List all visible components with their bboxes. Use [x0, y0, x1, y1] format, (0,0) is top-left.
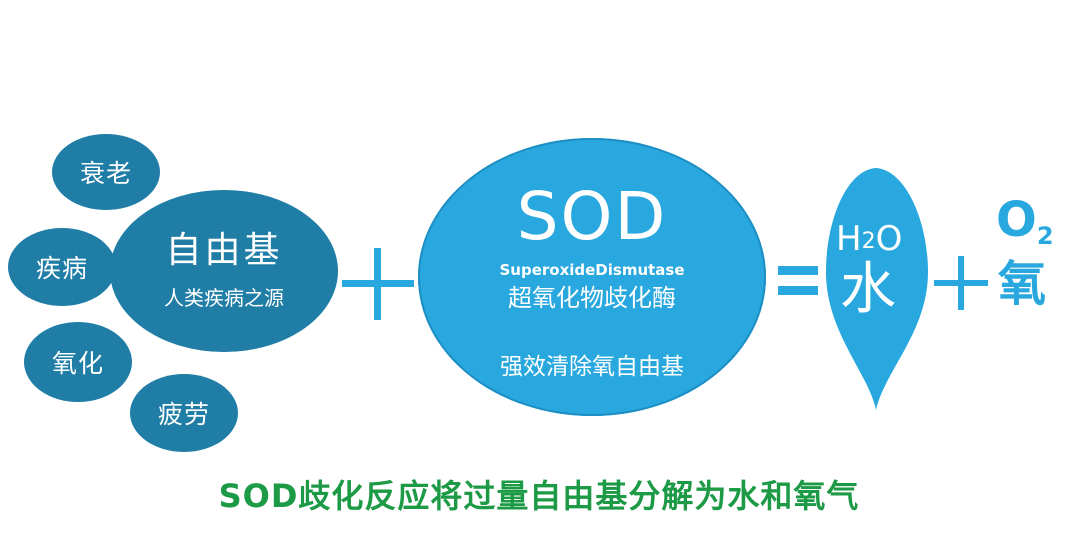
water-formula-o: O — [875, 219, 903, 259]
bubble-fatigue-label: 疲劳 — [157, 400, 210, 429]
free-radical-title: 自由基 — [165, 229, 283, 271]
oxygen-formula: O2 — [996, 196, 1054, 248]
water-formula-h: H — [836, 219, 862, 259]
free-radical-subtitle: 人类疾病之源 — [164, 286, 284, 311]
sod-chinese-name: 超氧化物歧化酶 — [508, 284, 676, 312]
plus-operator-1 — [342, 248, 414, 320]
sod-english-name: SuperoxideDismutase — [499, 261, 685, 279]
free-radical-node: 自由基 人类疾病之源 — [110, 190, 338, 352]
plus-operator-2 — [934, 256, 988, 310]
caption: SOD歧化反应将过量自由基分解为水和氧气 — [218, 477, 860, 515]
bubble-disease: 疾病 — [8, 228, 116, 306]
bubble-aging: 衰老 — [52, 134, 160, 210]
sod-note: 强效清除氧自由基 — [500, 354, 684, 380]
sod-node: SOD SuperoxideDismutase 超氧化物歧化酶 强效清除氧自由基 — [418, 138, 766, 416]
water-label: 水 — [840, 257, 896, 322]
water-formula-sub: 2 — [861, 229, 876, 254]
water-droplet — [826, 168, 928, 410]
bubble-disease-label: 疾病 — [35, 254, 88, 283]
bubble-oxidation: 氧化 — [24, 322, 132, 402]
equals-operator — [778, 266, 818, 296]
oxygen-formula-o: O — [996, 192, 1037, 248]
oxygen-label: 氧 — [998, 256, 1047, 312]
water-formula: H2O — [836, 222, 902, 256]
bubble-oxidation-label: 氧化 — [51, 349, 104, 378]
bubble-aging-label: 衰老 — [79, 159, 132, 188]
sod-title: SOD — [516, 178, 668, 255]
bubble-fatigue: 疲劳 — [130, 374, 238, 452]
oxygen-formula-sub: 2 — [1036, 222, 1054, 250]
